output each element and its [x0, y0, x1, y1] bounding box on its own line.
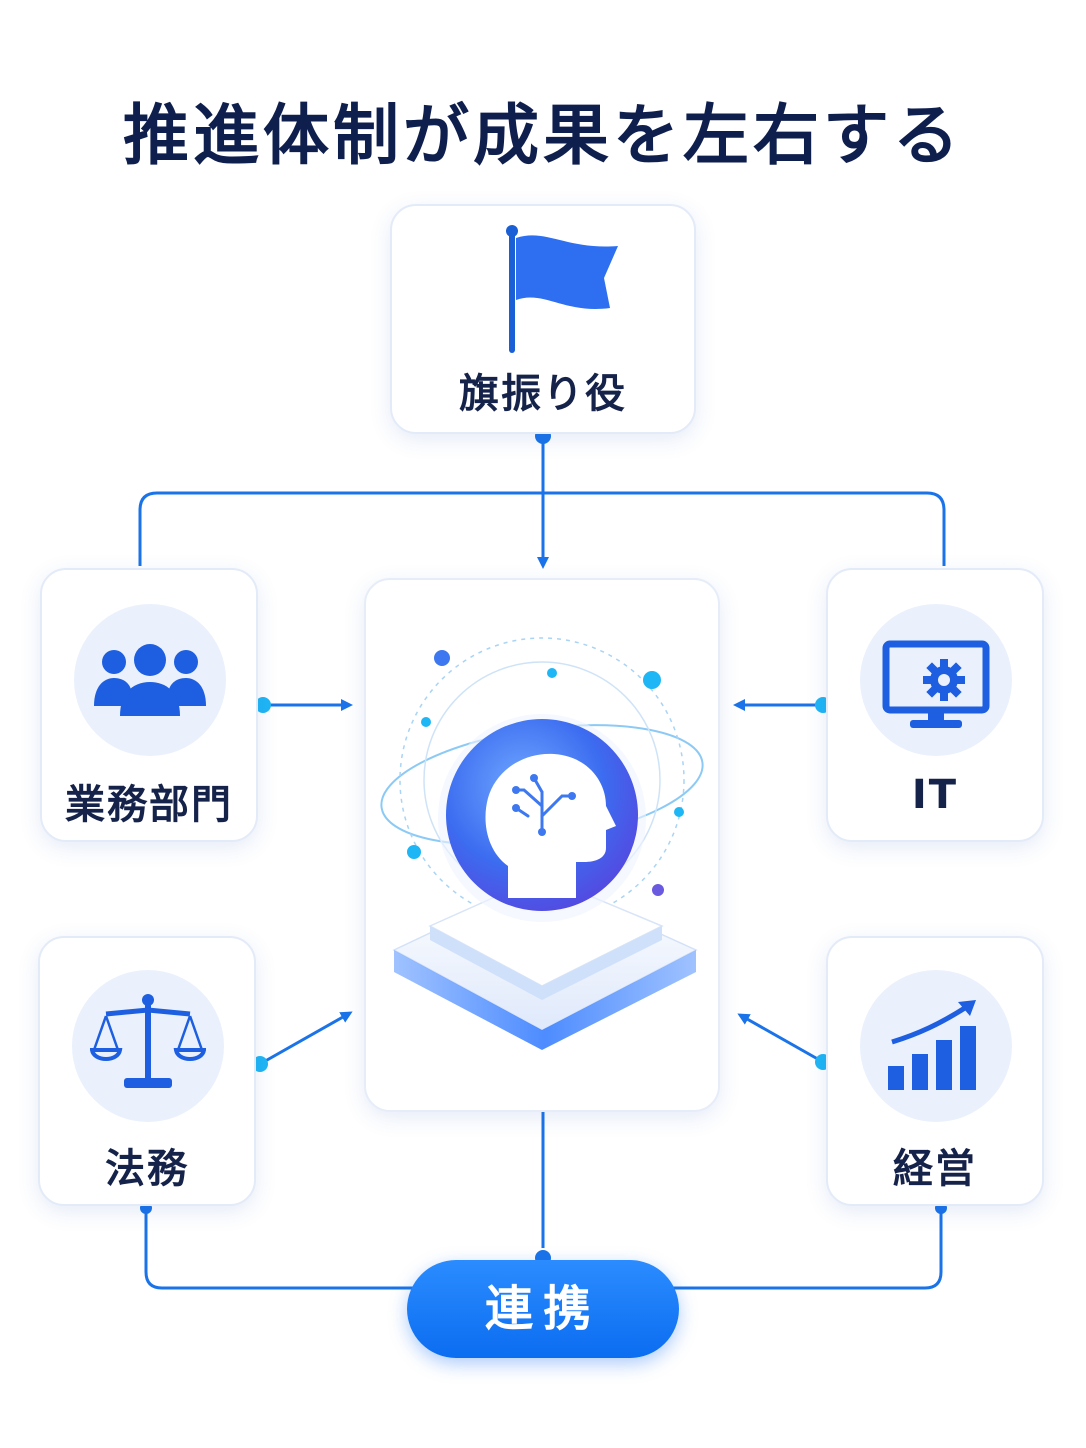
it-card: IT [826, 568, 1044, 842]
growth-chart-icon [888, 1000, 976, 1090]
business-dot [255, 697, 271, 713]
collaboration-pill: 連携 [407, 1260, 679, 1358]
management-card: 経営 [826, 936, 1044, 1206]
business-icon-circle [74, 604, 226, 756]
people-icon [94, 644, 206, 716]
scales-icon [90, 994, 206, 1088]
business-label: 業務部門 [65, 782, 233, 828]
flag-icon [506, 225, 618, 353]
management-arrow [737, 1013, 824, 1064]
it-label: IT [911, 772, 959, 818]
page-title: 推進体制が成果を左右する [123, 97, 963, 174]
legal-card: 法務 [38, 936, 256, 1206]
ai-head-icon [380, 637, 704, 1050]
legal-arrow [259, 1011, 353, 1066]
leader-label: 旗振り役 [459, 371, 627, 417]
management-label: 経営 [893, 1146, 977, 1192]
legal-label: 法務 [105, 1146, 189, 1192]
leader-card: 旗振り役 [390, 204, 696, 434]
business-card: 業務部門 [40, 568, 258, 842]
legal-dot [252, 1056, 268, 1072]
center-card [364, 578, 720, 1112]
monitor-gear-icon [882, 640, 990, 728]
